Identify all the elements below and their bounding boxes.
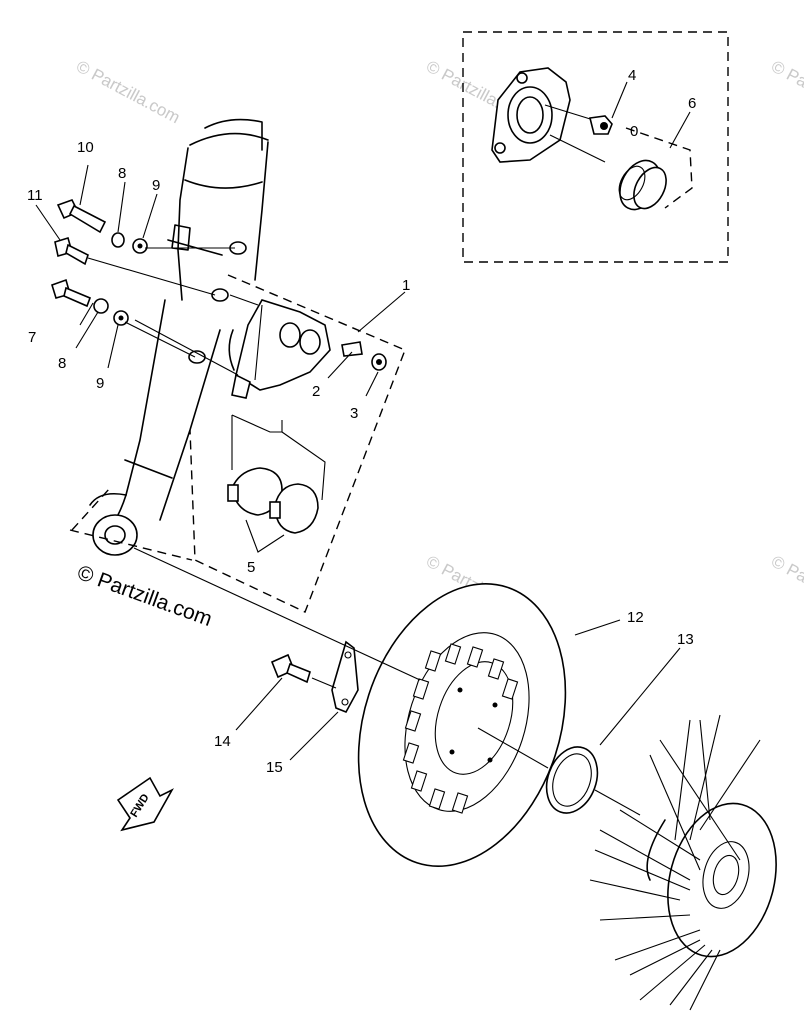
callout-12: 12	[627, 609, 644, 626]
brake-caliper	[228, 299, 331, 399]
faint-watermark: © Partzilla.com	[768, 552, 804, 623]
callout-9-top: 9	[152, 177, 160, 194]
callout-4: 4	[628, 67, 636, 84]
front-fork-leg	[89, 118, 269, 556]
callout-2: 2	[312, 383, 320, 400]
callout-14: 14	[214, 733, 231, 750]
callout-3: 3	[350, 405, 358, 422]
disc-bolt	[270, 653, 311, 684]
caliper-housing-detail	[491, 67, 606, 163]
bolt-7	[51, 278, 92, 308]
faint-watermark: © Partzilla.com	[768, 57, 804, 128]
caliper-group-box	[189, 274, 406, 613]
callout-7: 7	[28, 329, 36, 346]
caliper-cap	[371, 353, 387, 371]
washer-8-bottom	[93, 298, 109, 314]
partzilla-watermark: © Partzilla.com	[74, 561, 215, 631]
callout-15: 15	[266, 759, 283, 776]
faint-watermark: © Partzilla.com	[73, 57, 183, 128]
wheel-spokes	[589, 714, 761, 1011]
callout-1: 1	[402, 277, 410, 294]
bolt-11	[54, 236, 89, 266]
bleed-screw	[589, 115, 613, 135]
callout-8-bottom: 8	[58, 355, 66, 372]
sub-label-0: 0	[630, 123, 638, 140]
brake-disc	[357, 583, 567, 867]
caliper-detail-box	[462, 31, 729, 263]
callout-5: 5	[247, 559, 255, 576]
callout-6: 6	[688, 95, 696, 112]
forward-arrow-badge: FWD	[116, 776, 174, 832]
callout-8-top: 8	[118, 165, 126, 182]
bolt-10	[56, 199, 107, 234]
washer-8-top	[111, 232, 125, 248]
wheel-hub	[646, 802, 777, 958]
callout-9-bottom: 9	[96, 375, 104, 392]
caliper-bolt	[341, 341, 363, 357]
callout-13: 13	[677, 631, 694, 648]
oil-seal	[545, 746, 599, 814]
callout-11: 11	[27, 187, 43, 204]
brake-pad-right	[269, 483, 319, 534]
callout-10: 10	[77, 139, 94, 156]
lock-plate	[331, 640, 359, 714]
piston-seal	[618, 159, 667, 211]
